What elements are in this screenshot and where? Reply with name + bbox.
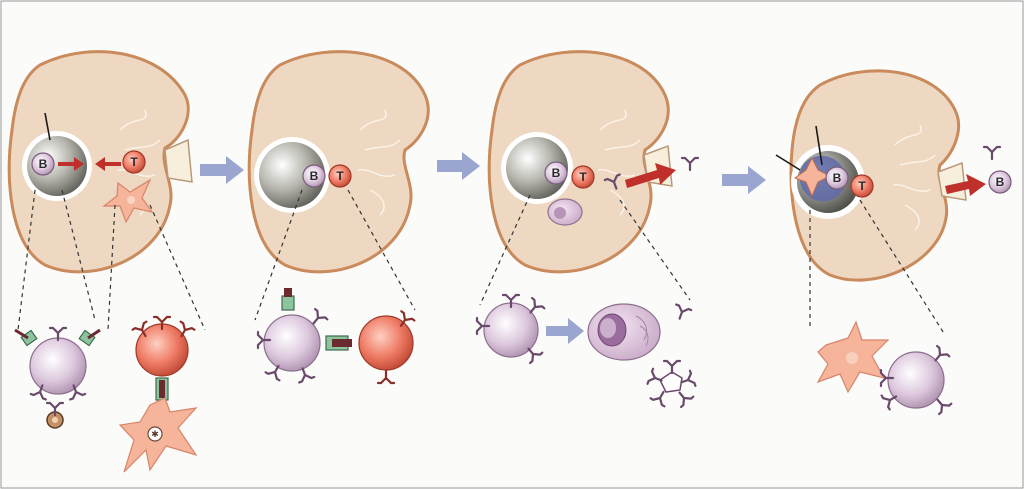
b-cell-label: B [996, 175, 1005, 189]
efferent-vessel [937, 161, 967, 201]
svg-text:✱: ✱ [151, 430, 159, 440]
antibody-icon [646, 359, 697, 409]
arrow-icon [945, 174, 986, 196]
lymph-node-icon [487, 50, 670, 274]
panel-3: B T [475, 50, 700, 409]
arrow-icon [437, 152, 480, 180]
arrow-icon [200, 156, 244, 184]
arrow-icon [95, 157, 121, 171]
t-cell-icon: T [122, 150, 146, 174]
t-cell-detail [131, 315, 196, 401]
t-cell-icon: T [850, 174, 874, 198]
panel-2: B T [247, 50, 430, 385]
callout-lines [254, 189, 416, 321]
t-cell-label: T [858, 179, 866, 193]
b-cell-icon: B [31, 152, 55, 176]
panel-4: B T B [775, 69, 1012, 416]
efferent-vessel [164, 138, 193, 183]
b-cell-detail [879, 344, 953, 416]
follicle [27, 136, 87, 196]
t-cell-label: T [336, 169, 344, 183]
callout-lines [809, 199, 946, 336]
b-cell-icon: B [544, 161, 568, 185]
plasma-cell-detail [587, 303, 661, 361]
b-cell-icon: B [988, 170, 1012, 194]
arrow-icon [722, 166, 766, 194]
t-cell-detail [358, 310, 416, 385]
b-cell-icon: B [825, 166, 849, 190]
t-cell-icon: T [571, 165, 595, 189]
b-cell-detail [256, 288, 329, 384]
arrow-icon [546, 318, 584, 344]
b-cell-label: B [39, 157, 48, 171]
arrow-icon [58, 157, 84, 171]
panel-1: B T [7, 50, 206, 473]
b-cell-icon: B [302, 164, 326, 188]
arrow-icon [625, 163, 676, 188]
b-cell-detail [14, 326, 101, 429]
b-cell-label: B [552, 166, 561, 180]
t-cell-label: T [579, 170, 587, 184]
t-cell-label: T [130, 155, 138, 169]
b-cell-label: B [310, 169, 319, 183]
lymph-node-icon [247, 50, 430, 274]
t-cell-icon: T [328, 164, 352, 188]
b-cell-label: B [833, 171, 842, 185]
follicle [259, 142, 325, 208]
b-cell-detail [475, 293, 546, 365]
callout-lines [17, 189, 206, 331]
